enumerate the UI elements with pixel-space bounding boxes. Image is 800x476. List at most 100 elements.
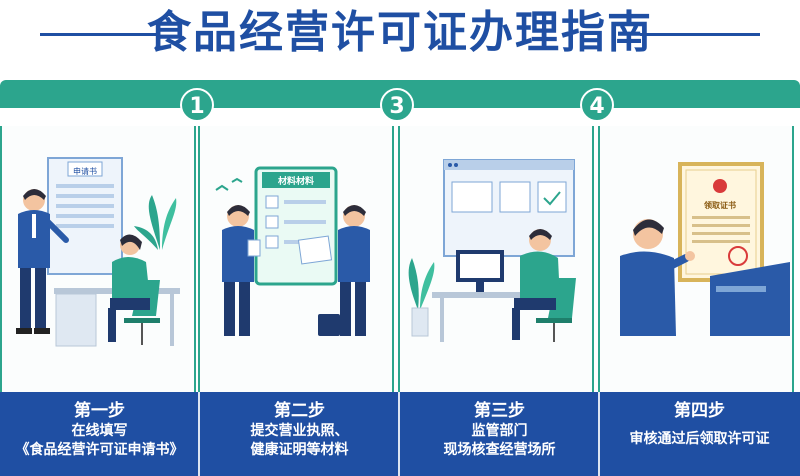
standing-person-leg (20, 268, 31, 330)
screen-card (451, 181, 493, 213)
illustration-step-3 (408, 159, 576, 342)
person-leg (512, 308, 520, 340)
person-right-leg (355, 282, 366, 336)
step-name: 第四步 (674, 401, 725, 421)
step-badge-4: 4 (580, 88, 614, 122)
step-desc-line1: 审核通过后领取许可证 (629, 431, 770, 447)
illustration-step-4: 领取证书 (620, 162, 790, 336)
shoe (16, 328, 32, 334)
step-desc-line2: 《食品经营许可证申请书》 (15, 442, 184, 458)
form-board-title: 申请书 (73, 166, 97, 176)
seated-person-legs (110, 298, 150, 310)
seated-person-hair (120, 234, 142, 250)
step-desc-line1: 提交营业执照、 (250, 423, 349, 439)
person-left-hair (227, 205, 250, 216)
document-icon (247, 239, 261, 257)
screen-card (499, 181, 531, 213)
checkbox (265, 235, 279, 249)
clipboard-line (284, 200, 326, 204)
checkbox (265, 195, 279, 209)
certificate-line (692, 240, 750, 243)
desk-cabinet (55, 293, 97, 347)
certificate-line (692, 216, 750, 219)
footer-divider (198, 392, 200, 476)
desk-top (432, 292, 572, 298)
person-body (520, 251, 560, 300)
briefcase-icon (318, 314, 340, 336)
illustrations: 申请书 材料 (16, 157, 790, 347)
step-desc-line1: 监管部门 (471, 423, 528, 439)
step-caption-3: 第三步 监管部门 现场核查经营场所 (400, 392, 599, 476)
plant-leaf (134, 226, 158, 250)
form-line (56, 184, 114, 188)
step-caption-4: 第四步 审核通过后领取许可证 (600, 392, 799, 476)
shoe (34, 328, 50, 334)
document-icon (297, 235, 333, 265)
certificate-inner-border (685, 169, 757, 275)
certificate-title: 领取证书 (704, 200, 736, 210)
certificate-line (692, 232, 750, 235)
seated-person-body (112, 257, 150, 300)
illustration-step-1: 申请书 (16, 157, 180, 347)
plant-leaf (420, 262, 435, 310)
desk-leg (170, 294, 174, 346)
step-desc-line1: 在线填写 (71, 423, 128, 439)
step-name: 第一步 (74, 401, 125, 421)
footer-divider (398, 392, 400, 476)
chair-seat (536, 318, 572, 323)
plant-leaf (148, 195, 160, 250)
step-caption-2: 第二步 提交营业执照、 健康证明等材料 (200, 392, 399, 476)
plant-leaf (408, 258, 419, 310)
plant-pot (411, 307, 429, 337)
certificate-line (692, 224, 750, 227)
title-decoration-left (40, 33, 160, 36)
person-left-leg (239, 282, 250, 336)
person-arm (666, 254, 690, 270)
form-board-header (67, 161, 103, 177)
bird-icon (215, 184, 229, 191)
screen-card (537, 181, 567, 213)
standing-person-suit (18, 210, 50, 268)
form-line (56, 214, 114, 218)
step-name: 第三步 (474, 401, 525, 421)
step-caption-1: 第一步 在线填写 《食品经营许可证申请书》 (0, 392, 199, 476)
step-badge-1: 1 (180, 88, 214, 122)
standing-person-hair (23, 189, 46, 200)
monitor-screen (460, 254, 500, 278)
form-line (56, 204, 114, 208)
emblem-icon (713, 179, 727, 193)
plant-leaf (162, 198, 177, 250)
checkbox (265, 215, 279, 229)
clipboard-title: 材料材料 (277, 175, 314, 187)
seal-stamp-icon (728, 246, 748, 266)
person-hair (633, 219, 664, 236)
person-right-leg (340, 282, 351, 336)
person-left-suit (222, 226, 254, 282)
footer-divider (598, 392, 600, 476)
title-decoration-right (640, 33, 760, 36)
person-legs (514, 298, 556, 310)
monitor-stand (476, 282, 484, 292)
clipboard-header (262, 172, 330, 188)
chair-seat (124, 318, 160, 323)
service-counter (710, 262, 790, 336)
person-suit (620, 251, 676, 336)
step-desc-line2: 健康证明等材料 (250, 442, 349, 458)
illustration-step-2: 材料材料 (215, 166, 370, 336)
standing-person-shirt (32, 214, 36, 238)
check-icon (543, 191, 561, 206)
person-hair (529, 229, 552, 240)
step-desc-line2: 现场核查经营场所 (443, 442, 556, 458)
header: 食品经营许可证办理指南 (0, 0, 800, 70)
clipboard-line (284, 220, 326, 224)
counter-slot (716, 286, 766, 292)
seated-person-leg (108, 308, 116, 342)
page-title: 食品经营许可证办理指南 (147, 7, 653, 58)
bird-icon (231, 177, 243, 183)
person-left-leg (224, 282, 235, 336)
form-line (56, 224, 114, 228)
screen-titlebar (444, 160, 574, 170)
standing-person-leg (35, 268, 46, 330)
step-name: 第二步 (274, 401, 325, 421)
person-right-hair (343, 205, 366, 216)
